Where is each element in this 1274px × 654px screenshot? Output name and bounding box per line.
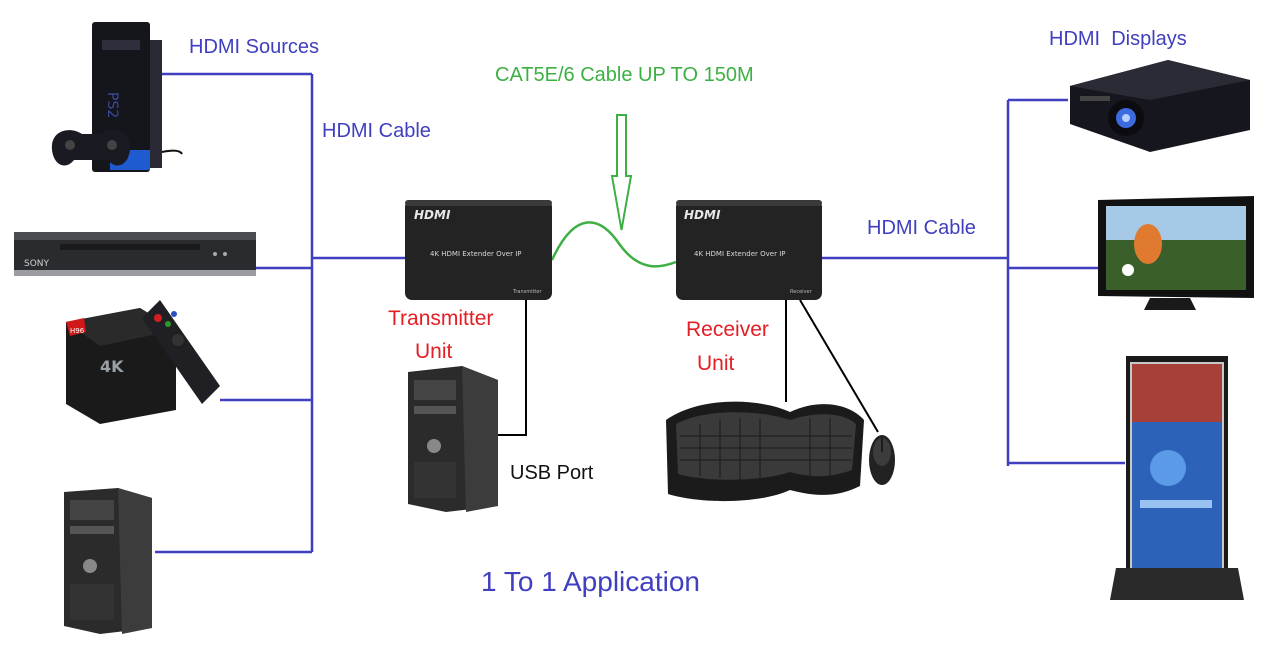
transmitter-logo: HDMI bbox=[414, 208, 451, 222]
usb-wiring bbox=[498, 299, 879, 436]
transmitter-model: 4K HDMI Extender Over IP bbox=[430, 250, 522, 258]
svg-text:PS2: PS2 bbox=[104, 92, 120, 118]
receiver-label-line1: Receiver bbox=[686, 318, 769, 341]
transmitter-tag: Transmitter bbox=[512, 289, 542, 295]
display-wiring bbox=[822, 98, 1125, 466]
hdmi-cable-right-label: HDMI Cable bbox=[867, 217, 976, 239]
source-wiring bbox=[155, 72, 405, 554]
dvd-brand-text: SONY bbox=[24, 259, 50, 269]
tvbox-4k-text: 4K bbox=[100, 357, 124, 376]
receiver-model: 4K HDMI Extender Over IP bbox=[694, 250, 786, 258]
keyboard-image bbox=[666, 401, 864, 502]
receiver-logo: HDMI bbox=[684, 208, 721, 222]
tv-image bbox=[1098, 196, 1254, 310]
cat-cable-label: CAT5E/6 Cable UP TO 150M bbox=[495, 64, 754, 86]
cable-arrow-icon bbox=[610, 114, 633, 231]
transmitter-device: HDMI 4K HDMI Extender Over IP Transmitte… bbox=[405, 200, 552, 300]
hdmi-cable-left-label: HDMI Cable bbox=[322, 120, 431, 142]
receiver-label-line2: Unit bbox=[697, 352, 735, 375]
tv-box-image: H96 4K bbox=[66, 300, 220, 424]
transmitter-pc-image bbox=[408, 366, 498, 512]
hdmi-sources-label: HDMI Sources bbox=[189, 36, 320, 58]
mouse-image bbox=[869, 435, 895, 485]
transmitter-label-line2: Unit bbox=[415, 340, 453, 363]
cat-cable bbox=[550, 221, 677, 268]
source-pc-image bbox=[64, 488, 152, 634]
dvd-player-image: SONY bbox=[14, 232, 256, 276]
application-title: 1 To 1 Application bbox=[481, 566, 700, 597]
receiver-tag: Receiver bbox=[790, 289, 813, 295]
usb-port-label: USB Port bbox=[510, 462, 594, 484]
receiver-device: HDMI 4K HDMI Extender Over IP Receiver bbox=[676, 200, 822, 300]
kiosk-image bbox=[1110, 356, 1244, 600]
tvbox-brand-text: H96 bbox=[70, 327, 85, 335]
projector-image bbox=[1070, 60, 1250, 152]
hdmi-displays-label: HDMI Displays bbox=[1049, 28, 1187, 50]
transmitter-label-line1: Transmitter bbox=[388, 307, 494, 330]
game-console-image: PS2 bbox=[51, 22, 183, 172]
